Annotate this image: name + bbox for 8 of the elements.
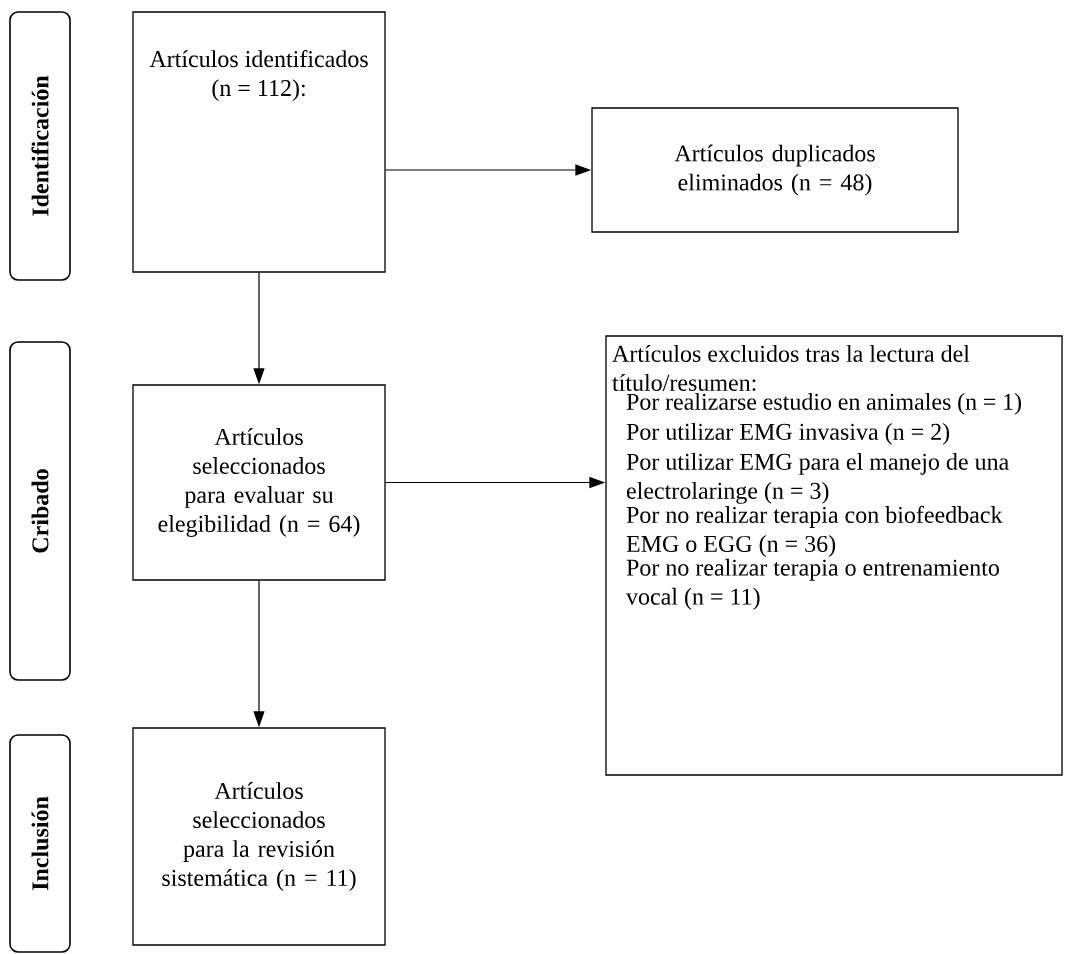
process-box: Artículos identificados (n = 112): — [132, 11, 386, 273]
exclusion-box: Artículos excluidos tras la lectura del título/resumen: Por realizarse estudio en animales (n = 1) Por utilizar EMG invasiva (n = 2) Por utilizar EMG para el manejo de una electrolaringe (n = 3) Por no realizar terapia con biofeedback EMG o EGG (n = 36) Por no realizar terapia o entrenamiento vocal (n = 11) — [605, 335, 1063, 776]
process-box: Artículos duplicados eliminados (n = 48) — [591, 107, 959, 233]
stage-band: Cribado — [9, 341, 71, 681]
process-box: Artículos seleccionados para evaluar su elegibilidad (n = 64) — [132, 384, 386, 581]
stage-band: Inclusión — [9, 734, 71, 953]
stage-band: Identificación — [9, 11, 71, 281]
process-box: Artículos seleccionados para la revisión sistemática (n = 11) — [132, 727, 386, 946]
